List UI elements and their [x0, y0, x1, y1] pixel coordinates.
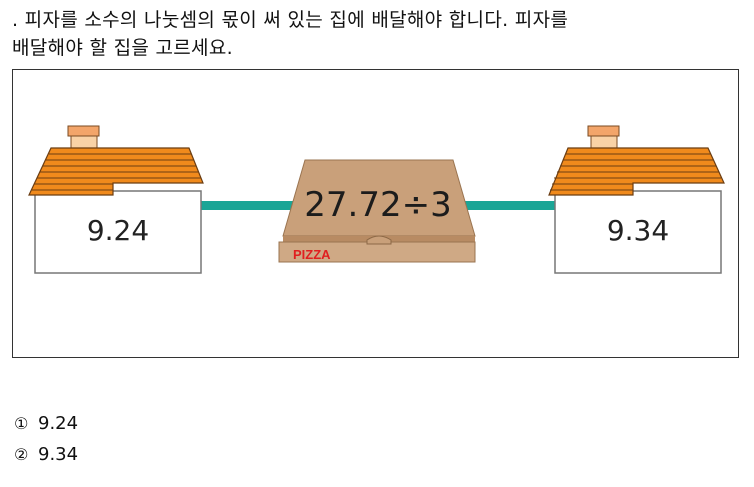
left-house-value: 9.24 — [87, 214, 149, 247]
question-line-1: . 피자를 소수의 나눗셈의 몫이 써 있는 집에 배달해야 합니다. 피자를 — [12, 9, 569, 31]
house-left: 9.24 — [28, 125, 204, 274]
choice-1-text: 9.24 — [38, 413, 79, 434]
answer-choices: ① 9.24 ② 9.34 — [14, 408, 78, 470]
choice-2-mark: ② — [14, 445, 29, 464]
question-line-2: 배달해야 할 집을 고르세요. — [12, 37, 233, 59]
pizza-box-label: PIZZA — [293, 247, 331, 262]
pizza-box-expression: 27.72÷3 — [304, 185, 451, 225]
house-right: 9.34 — [548, 125, 725, 274]
figure-drawing: 9.24 9.34 27.72÷3 — [28, 125, 725, 274]
road-right — [463, 201, 559, 210]
choice-1-mark: ① — [14, 414, 29, 433]
right-house-value: 9.34 — [607, 214, 669, 247]
choice-2[interactable]: ② 9.34 — [14, 439, 78, 470]
pizza-box: 27.72÷3 PIZZA — [278, 159, 476, 263]
choice-2-text: 9.34 — [38, 444, 79, 465]
choice-1[interactable]: ① 9.24 — [14, 408, 78, 439]
question-text: . 피자를 소수의 나눗셈의 몫이 써 있는 집에 배달해야 합니다. 피자를 … — [12, 6, 742, 62]
problem-figure: 9.24 9.34 27.72÷3 — [12, 69, 739, 358]
road-left — [201, 201, 293, 210]
